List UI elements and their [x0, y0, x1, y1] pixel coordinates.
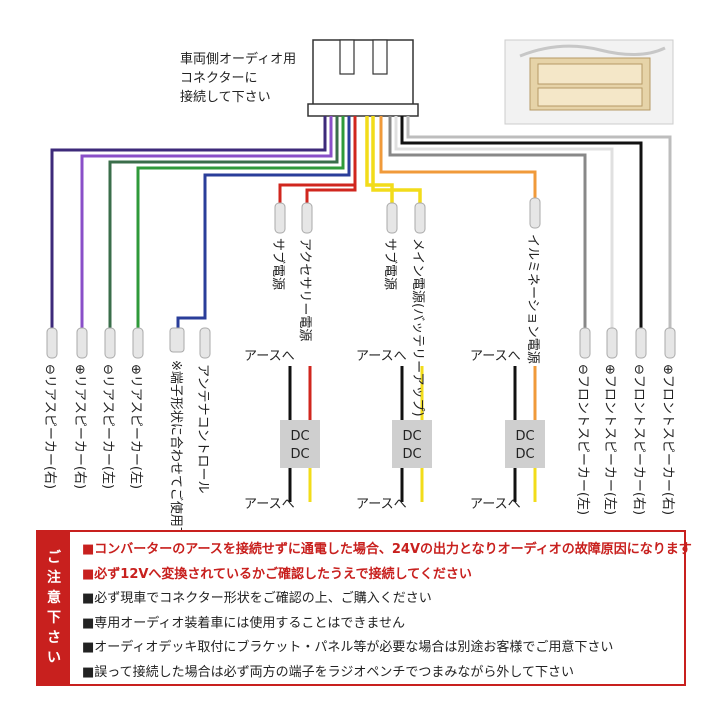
ground-label: アースへ	[356, 497, 407, 512]
caution-char: さ	[47, 630, 61, 646]
connector-label: 車両側オーディオ用 コネクターに 接続して下さい	[180, 51, 296, 105]
connector	[307, 39, 419, 117]
connector-label-line-1: 車両側オーディオ用	[180, 51, 296, 67]
wire-front-minus-right	[400, 116, 643, 330]
label-front-minus-left: ⊖フロントスピーカー(左)	[575, 364, 590, 515]
connector-label-line-3: 接続して下さい	[180, 89, 271, 105]
ground-label: アースへ	[470, 497, 521, 512]
wire-rear-plus-left	[136, 116, 345, 330]
label-sub-power-2: サブ電源	[382, 238, 398, 290]
wire-front-minus-left	[388, 116, 587, 330]
terminals	[46, 197, 676, 359]
ground-label: アースへ	[470, 349, 521, 364]
wire-front-plus-right	[406, 116, 672, 330]
label-main-power: メイン電源(バッテリーアップ)	[410, 238, 425, 417]
label-front-plus-right: ⊕フロントスピーカー(右)	[660, 364, 675, 515]
caution-box: ご 注 意 下 さ い ■コンバーターのアースを接続せずに通電した場合、24Vの…	[36, 530, 692, 686]
caution-char: ご	[47, 550, 61, 566]
caution-char: い	[47, 650, 61, 666]
dc-label: DC	[290, 429, 309, 444]
label-antenna-note: ※端子形状に合わせてご使用下さい	[168, 360, 184, 566]
label-front-minus-right: ⊖フロントスピーカー(右)	[631, 364, 646, 515]
label-accessory: アクセサリー電源	[297, 238, 312, 341]
caution-line-4: ■専用オーディオ装着車には使用することはできません	[82, 615, 405, 631]
ground-label: アースへ	[356, 349, 407, 364]
wire-antenna	[176, 116, 351, 328]
label-rear-plus-left: ⊕リアスピーカー(左)	[128, 364, 143, 489]
caution-char: 意	[47, 590, 61, 606]
wire-sub-power-2	[365, 116, 394, 205]
dc-label: DC	[290, 447, 309, 462]
label-illumination: イルミネーション電源	[525, 234, 540, 364]
wire-labels: ⊖リアスピーカー(右) ⊕リアスピーカー(右) ⊖リアスピーカー(左) ⊕リアス…	[42, 234, 675, 566]
connector-photo	[504, 39, 674, 125]
label-antenna: アンテナコントロール	[195, 364, 210, 493]
label-rear-minus-right: ⊖リアスピーカー(右)	[42, 364, 57, 489]
wire-rear-minus-right	[50, 116, 327, 330]
wires	[50, 116, 672, 330]
caution-line-6: ■誤って接続した場合は必ず両方の端子をラジオペンチでつまみながら外して下さい	[82, 664, 574, 680]
dc-label: DC	[402, 429, 421, 444]
dc-converter-3: アースへ DC DC アースへ	[470, 349, 545, 512]
label-rear-minus-left: ⊖リアスピーカー(左)	[100, 364, 115, 489]
wire-front-plus-left	[394, 116, 614, 330]
dc-converter-1: アースへ DC DC アースへ	[244, 349, 320, 512]
label-sub-power-1: サブ電源	[270, 238, 286, 290]
caution-line-2: ■必ず12Vへ変換されているかご確認したうえで接続してください	[82, 566, 472, 582]
label-rear-plus-right: ⊕リアスピーカー(右)	[72, 364, 87, 489]
caution-line-1: ■コンバーターのアースを接続せずに通電した場合、24Vの出力となりオーディオの故…	[82, 542, 692, 557]
dc-label: DC	[515, 429, 534, 444]
wire-accessory	[305, 116, 357, 205]
wire-main-power	[371, 116, 422, 205]
connector-label-line-2: コネクターに	[180, 71, 257, 86]
caution-side-title: ご 注 意 下 さ い	[38, 532, 70, 684]
label-front-plus-left: ⊕フロントスピーカー(左)	[602, 364, 617, 515]
dc-converter-2: アースへ DC DC アースへ	[356, 349, 432, 512]
caution-char: 注	[47, 570, 61, 586]
caution-char: 下	[47, 610, 61, 626]
wire-rear-plus-right	[80, 116, 333, 330]
wire-illumination	[379, 116, 537, 200]
ground-label: アースへ	[244, 349, 295, 364]
dc-label: DC	[402, 447, 421, 462]
ground-label: アースへ	[244, 497, 295, 512]
caution-line-5: ■オーディオデッキ取付にブラケット・パネル等が必要な場合は別途お客様でご用意下さ…	[82, 640, 614, 655]
caution-line-3: ■必ず現車でコネクター形状をご確認の上、ご購入ください	[82, 591, 432, 606]
dc-label: DC	[515, 447, 534, 462]
wire-rear-minus-left	[108, 116, 339, 330]
caution-lines: ■コンバーターのアースを接続せずに通電した場合、24Vの出力となりオーディオの故…	[82, 538, 692, 685]
